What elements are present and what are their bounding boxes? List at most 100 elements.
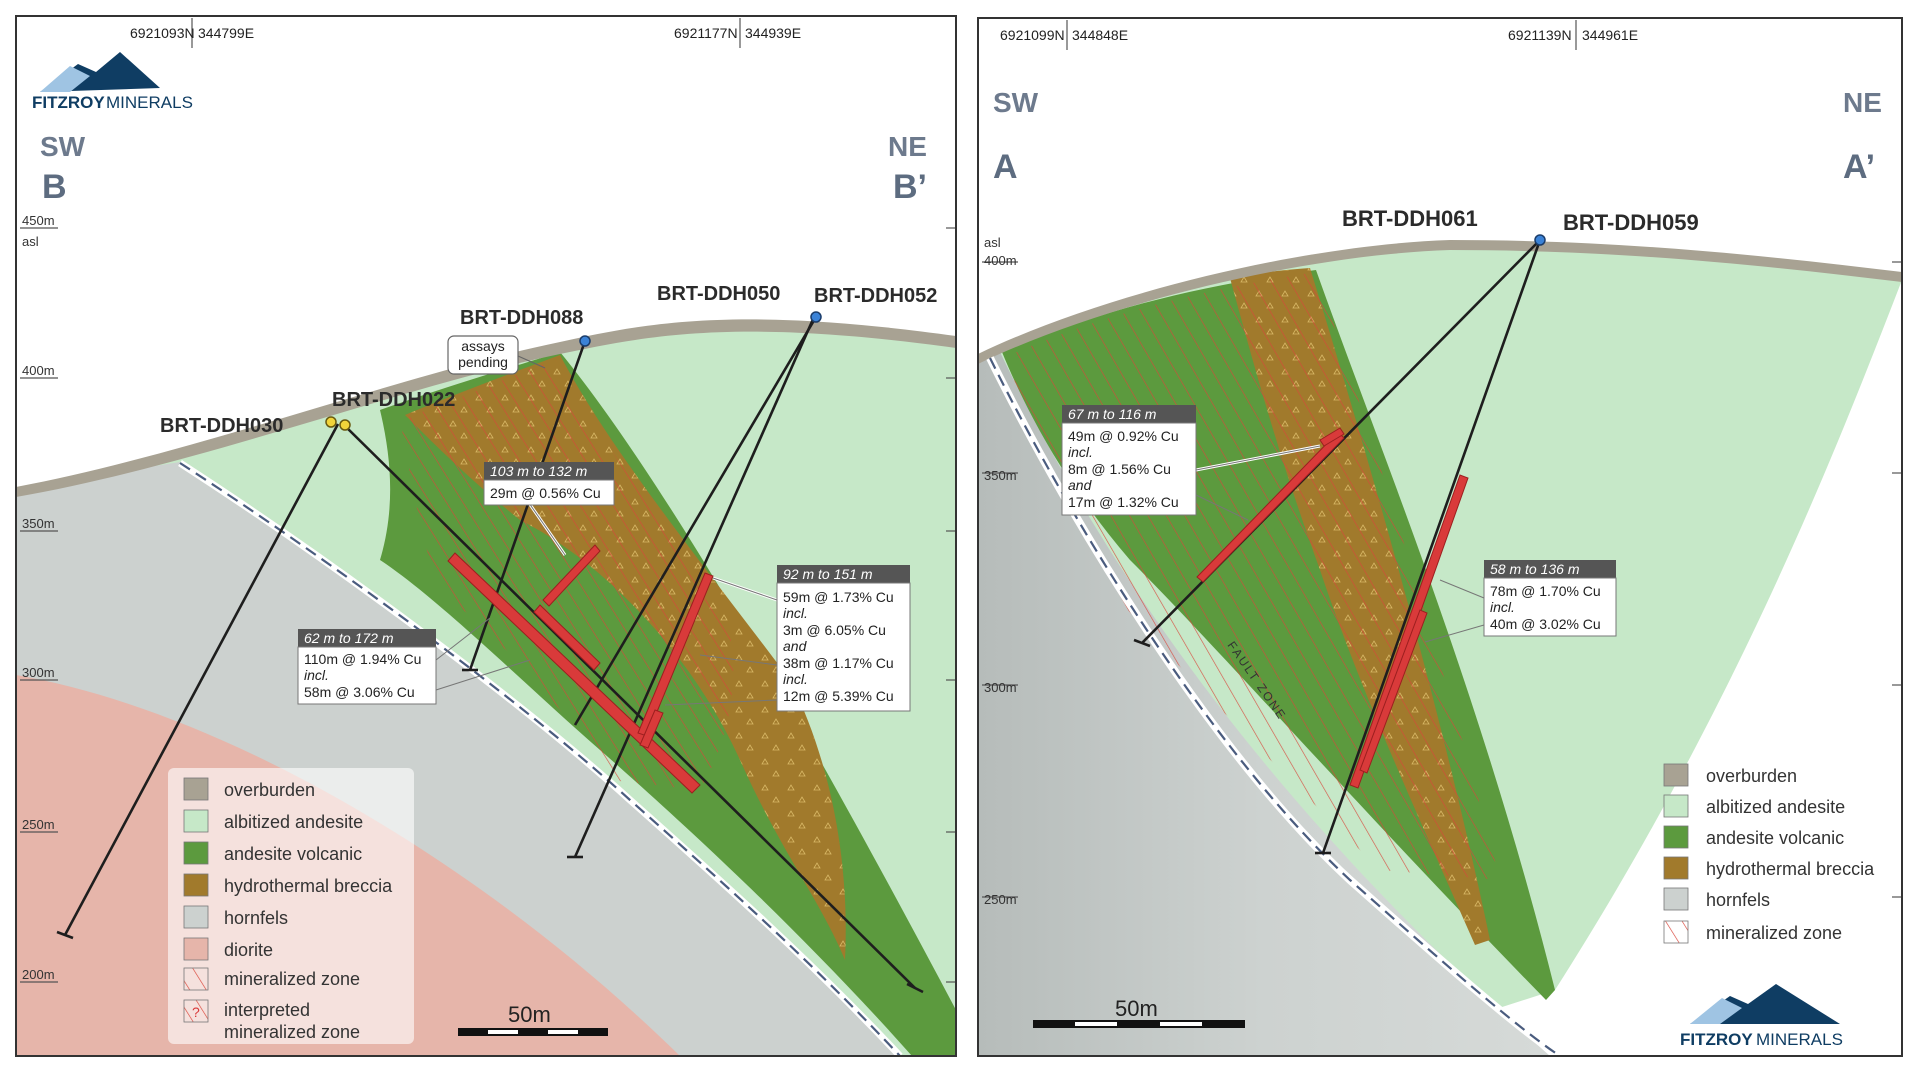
pending-line: assays [461,338,505,354]
elev-label: 300m [22,665,55,680]
right-hole-labels: BRT-DDH061 BRT-DDH059 [1342,206,1699,235]
hole-label: BRT-DDH022 [332,389,455,411]
legend-label: overburden [1706,766,1797,786]
label-line: 40m @ 3.02% Cu [1490,616,1601,632]
legend-swatch [183,937,209,961]
label-line: 59m @ 1.73% Cu [783,589,894,605]
logo: FITZROY MINERALS [32,52,193,112]
label-line: 17m @ 1.32% Cu [1068,494,1179,510]
collar-marker [579,335,591,347]
label-line: and [1068,477,1093,493]
scale-label: 50m [1115,996,1158,1021]
legend-label: hydrothermal breccia [224,876,393,896]
legend-swatch [1663,794,1689,818]
elev-label: 250m [22,817,55,832]
label-head: 58 m to 136 m [1490,561,1580,577]
intercept-label: 92 m to 151 m 59m @ 1.73% Cu incl. 3m @ … [664,565,911,712]
collar-marker [339,419,351,431]
elev-label: asl [984,235,1001,250]
elev-label: 400m [984,253,1017,268]
label-line: 110m @ 1.94% Cu [304,651,421,667]
legend-label: mineralized zone [224,1022,360,1042]
elev-label: 300m [984,680,1017,695]
collar-marker [325,416,337,428]
label-line: 12m @ 5.39% Cu [783,688,894,704]
elev-label: 400m [22,363,55,378]
legend-swatch [1663,887,1689,911]
hole-label: BRT-DDH088 [460,307,583,329]
legend-label: albitized andesite [1706,797,1845,817]
collar-marker [1534,234,1546,246]
label-line: 58m @ 3.06% Cu [304,684,415,700]
coord-north: 6921093N [130,25,195,41]
coord-east: 344799E [198,25,254,41]
label-head: 103 m to 132 m [490,463,588,479]
logo-text-b: MINERALS [106,93,193,112]
elev-label: 450m [22,213,55,228]
legend-swatch [183,967,209,991]
right-elevation-labels: asl 400m 350m 300m 250m [984,235,1017,907]
intercepts [1196,427,1469,789]
elev-label: 250m [984,892,1017,907]
hole-label: BRT-DDH050 [657,283,780,305]
legend-swatch [183,905,209,929]
elev-label: asl [22,234,39,249]
label-line: 3m @ 6.05% Cu [783,622,886,638]
label-line: incl. [783,605,808,621]
legend-swatch [183,873,209,897]
legend-label: albitized andesite [224,812,363,832]
legend-swatch [183,841,209,865]
logo: FITZROY MINERALS [1680,984,1843,1049]
hole-label: BRT-DDH061 [1342,206,1478,231]
legend-label: hydrothermal breccia [1706,859,1875,879]
label-line: 38m @ 1.17% Cu [783,655,894,671]
left-hole-labels: BRT-DDH088 BRT-DDH050 BRT-DDH052 BRT-DDH… [160,283,937,437]
elev-label: 350m [984,468,1017,483]
legend-label: mineralized zone [1706,923,1842,943]
dir-left: SW [40,131,86,162]
intercepts [447,544,714,794]
legend-label: overburden [224,780,315,800]
label-line: incl. [1490,599,1515,615]
logo-text-b: MINERALS [1756,1030,1843,1049]
coord-north: 6921139N [1508,27,1572,43]
coord-north: 6921177N [674,25,738,41]
legend-swatch [1663,825,1689,849]
assays-pending-note: assays pending [447,335,546,375]
pending-line: pending [458,354,508,370]
logo-text-a: FITZROY [1680,1030,1753,1049]
label-line: and [783,638,808,654]
label-line: 78m @ 1.70% Cu [1490,583,1601,599]
label-line: incl. [304,667,329,683]
coord-east: 344848E [1072,27,1128,43]
hole-label: BRT-DDH030 [160,415,283,437]
legend-swatch [183,809,209,833]
dir-right: NE [1843,87,1882,118]
label-head: 92 m to 151 m [783,566,873,582]
left-scale-bar: 50m [458,1002,608,1036]
right-legend: overburden albitized andesite andesite v… [1663,763,1875,944]
intercept-label: 62 m to 172 m 110m @ 1.94% Cu incl. 58m … [297,617,531,705]
label-line: 29m @ 0.56% Cu [490,485,601,501]
label-line: 8m @ 1.56% Cu [1068,461,1171,477]
section-left: A [993,148,1018,186]
svg-text:?: ? [192,1004,200,1020]
dir-left: SW [993,87,1039,118]
right-coords: 6921099N 344848E 6921139N 344961E [1000,27,1638,43]
intercept-label: 103 m to 132 m 29m @ 0.56% Cu [483,462,615,556]
left-frame [15,15,957,1057]
legend-label: hornfels [224,908,288,928]
section-left: B [42,168,67,206]
dir-right: NE [888,131,927,162]
hole-label: BRT-DDH059 [1563,210,1699,235]
left-elevation-labels: 450m asl 400m 350m 300m 250m 200m [22,213,55,982]
legend-label: andesite volcanic [224,844,362,864]
legend-label: interpreted [224,1000,310,1020]
label-line: incl. [1068,444,1093,460]
legend-swatch [183,777,209,801]
label-head: 62 m to 172 m [304,630,394,646]
left-panel [16,16,956,1056]
legend-label: diorite [224,940,273,960]
section-right: B’ [893,168,927,206]
